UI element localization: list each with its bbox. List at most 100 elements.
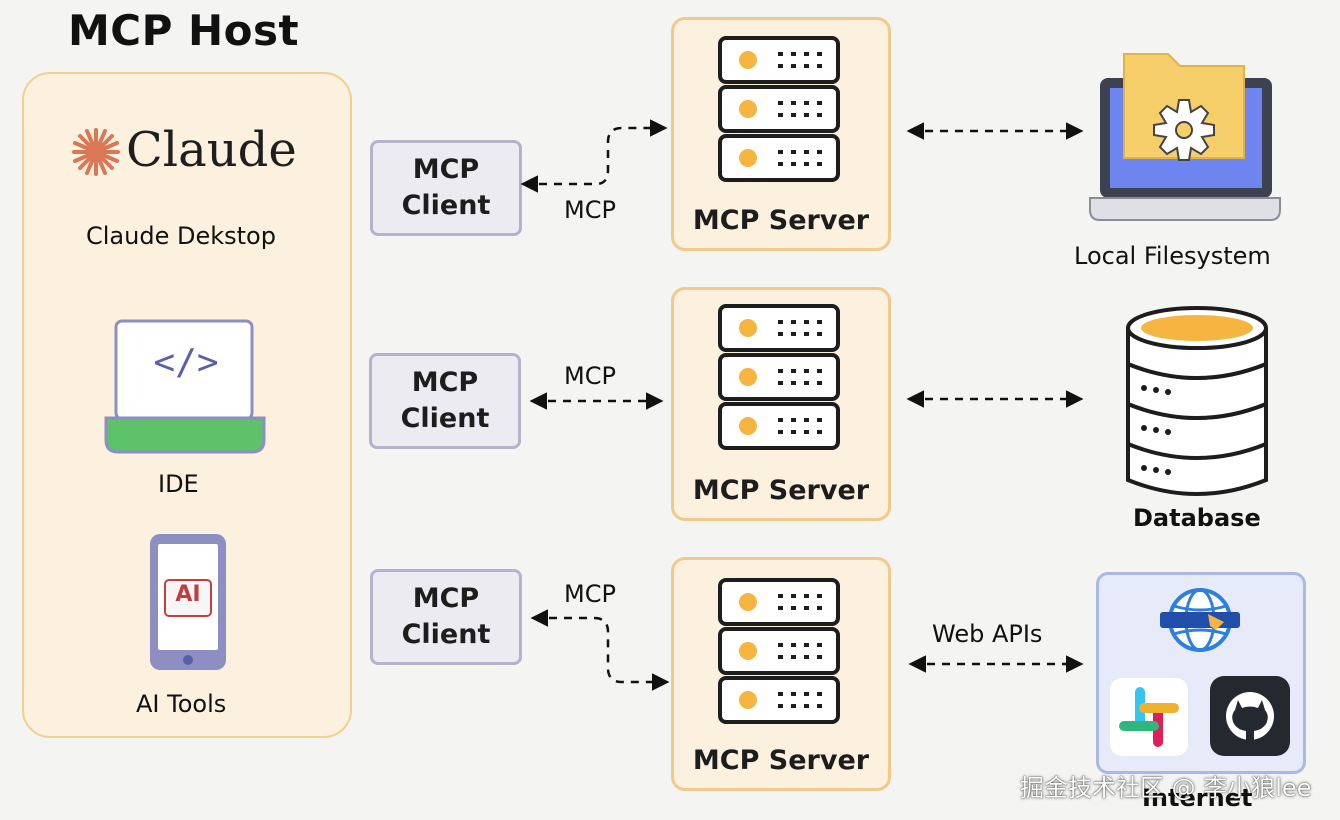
server-vent-dot [778, 150, 783, 154]
server-unit [718, 353, 840, 401]
client-1-line2: Client [401, 190, 491, 221]
watermark-text: 掘金技术社区 @ 李小狼lee [1020, 774, 1312, 802]
server-unit [718, 304, 840, 352]
server-vent-dot [791, 418, 796, 422]
protocol-label-3: MCP [564, 580, 616, 608]
server-vent-dot [791, 692, 796, 696]
server-unit [718, 578, 840, 626]
server-vent-dot [804, 52, 809, 56]
protocol-label-2: MCP [564, 362, 616, 390]
server-vent-dot [817, 320, 822, 324]
server-led [739, 149, 757, 167]
server-vent-dot [791, 369, 796, 373]
server-unit [718, 134, 840, 182]
server-vent-dot [817, 113, 822, 117]
server-vent-dot [817, 606, 822, 610]
server-vent-dot [778, 162, 783, 166]
server-vent-dot [791, 332, 796, 336]
server-rack-icon [718, 578, 840, 724]
server-led [739, 417, 757, 435]
slack-icon [1110, 678, 1188, 756]
database-icon [1126, 306, 1268, 496]
server-vent-dot [791, 64, 796, 68]
server-vent-dot [791, 101, 796, 105]
server-vent-dot [778, 369, 783, 373]
server-unit [718, 402, 840, 450]
server-vent-dot [791, 320, 796, 324]
server-rack-icon [718, 36, 840, 182]
server-vent-dot [804, 101, 809, 105]
server-vent-dot [791, 150, 796, 154]
claude-logo-text: Claude [126, 122, 297, 178]
server-vent-dot [778, 320, 783, 324]
server-vent-dot [778, 704, 783, 708]
server-vent-dot [778, 113, 783, 117]
server-vent-dot [817, 430, 822, 434]
server-vent-dot [791, 52, 796, 56]
server-vent-dot [817, 64, 822, 68]
server-vent-dot [804, 418, 809, 422]
mcp-server-2: MCP Server [671, 287, 891, 521]
server-vent-dot [817, 150, 822, 154]
server-led [739, 642, 757, 660]
server-led [739, 593, 757, 611]
client-2-line2: Client [400, 403, 490, 434]
server-vent-dot [817, 643, 822, 647]
server-vent-dot [778, 418, 783, 422]
internet-label: Internet [1142, 784, 1253, 812]
server-vent-dot [817, 418, 822, 422]
server-vent-dot [817, 162, 822, 166]
server-unit [718, 627, 840, 675]
server-rack-icon [718, 304, 840, 450]
ide-laptop-icon [104, 319, 266, 454]
server-vent-dot [804, 150, 809, 154]
server-led [739, 319, 757, 337]
server-unit [718, 85, 840, 133]
server-led [739, 691, 757, 709]
server-vent-dot [778, 64, 783, 68]
server-vent-dot [817, 692, 822, 696]
github-icon [1210, 676, 1290, 756]
server-1-label: MCP Server [692, 205, 870, 236]
server-vent-dot [817, 101, 822, 105]
server-vent-dot [791, 381, 796, 385]
server-vent-dot [778, 606, 783, 610]
server-vent-dot [778, 52, 783, 56]
server-vent-dot [791, 655, 796, 659]
server-vent-dot [778, 101, 783, 105]
server-vent-dot [817, 332, 822, 336]
client-3-line2: Client [401, 619, 491, 650]
ide-label: IDE [158, 470, 199, 498]
ai-tools-label: AI Tools [136, 690, 227, 718]
server-vent-dot [778, 643, 783, 647]
server-vent-dot [804, 332, 809, 336]
mcp-server-1: MCP Server [671, 17, 891, 251]
claude-desktop-label: Claude Dekstop [86, 222, 276, 250]
server-vent-dot [778, 430, 783, 434]
protocol-label-1: MCP [564, 196, 616, 224]
mcp-server-3: MCP Server [671, 557, 891, 791]
server-vent-dot [804, 381, 809, 385]
server-unit [718, 676, 840, 724]
server-vent-dot [778, 655, 783, 659]
server-vent-dot [791, 162, 796, 166]
globe-icon [1160, 588, 1240, 652]
filesystem-label: Local Filesystem [1074, 242, 1271, 270]
server-3-label: MCP Server [692, 745, 870, 776]
server-vent-dot [778, 692, 783, 696]
server-vent-dot [791, 430, 796, 434]
server-vent-dot [817, 52, 822, 56]
server-vent-dot [791, 113, 796, 117]
server-2-label: MCP Server [692, 475, 870, 506]
ai-badge-text: AI [175, 582, 201, 607]
client-2-line1: MCP [411, 367, 479, 398]
server-vent-dot [791, 594, 796, 598]
mcp-client-3: MCP Client [370, 569, 522, 665]
ai-phone-icon [150, 534, 226, 670]
server-vent-dot [804, 64, 809, 68]
server-vent-dot [804, 113, 809, 117]
server-vent-dot [817, 381, 822, 385]
server-vent-dot [804, 594, 809, 598]
server-vent-dot [791, 606, 796, 610]
